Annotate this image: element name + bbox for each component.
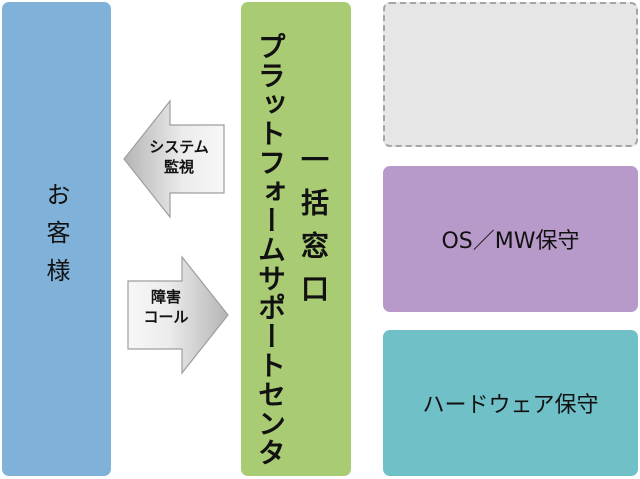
monitoring-label-line1: システム [149, 138, 209, 156]
os-mw-maintenance-box: OS／MW保守 [383, 166, 638, 312]
empty-placeholder-box [383, 2, 638, 147]
platform-center-box [241, 2, 351, 476]
fault-call-label-line1: 障害 [150, 288, 181, 306]
fault-call-arrow-icon [127, 255, 229, 375]
monitoring-arrow-icon [123, 99, 225, 219]
platform-center-name: プラットフォームサポートセンタ [254, 32, 287, 467]
fault-call-label-line2: コール [143, 308, 189, 327]
os-mw-maintenance-label: OS／MW保守 [441, 229, 580, 254]
platform-center-sub: 一括窓口 [297, 145, 330, 317]
monitoring-arrow-label: システム 監視 [140, 137, 218, 178]
fault-call-arrow-label: 障害 コール [127, 287, 205, 328]
monitoring-label-line2: 監視 [163, 158, 194, 177]
customer-box: お客様 [2, 2, 111, 476]
hardware-maintenance-label: ハードウェア保守 [422, 393, 599, 418]
customer-label: お客様 [42, 182, 70, 296]
hardware-maintenance-box: ハードウェア保守 [383, 330, 638, 476]
